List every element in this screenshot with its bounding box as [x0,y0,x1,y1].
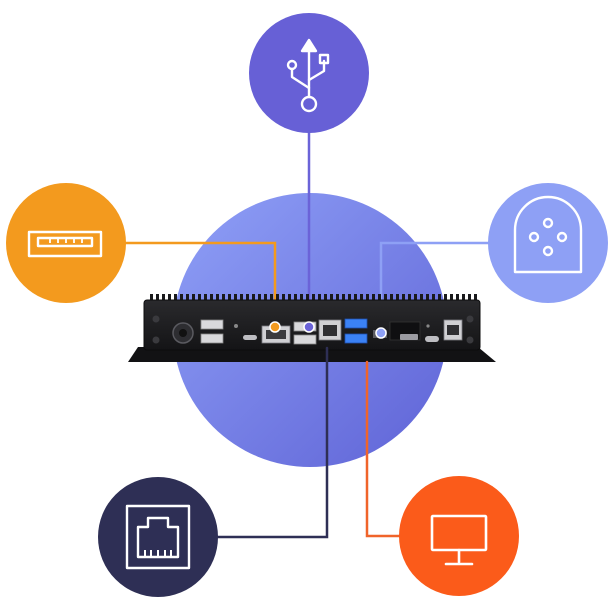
ethernet-connector-line [216,346,329,539]
reset-button [234,324,238,328]
heatsink-fin [396,294,399,302]
heatsink-fin [258,294,261,302]
heatsink-fin [342,294,345,302]
heatsink-fin [336,294,339,302]
heatsink-fin [402,294,405,302]
heatsink-fin [216,294,219,302]
heatsink-fin [318,294,321,302]
m12-bubble [488,183,608,303]
heatsink-fin [306,294,309,302]
serial-port-socket [266,330,286,339]
heatsink-fin [168,294,171,302]
serial-port-icon [27,230,103,258]
heatsink-fin [204,294,207,302]
heatsink-fin [468,294,471,302]
heatsink-fin [234,294,237,302]
heatsink-fin [330,294,333,302]
display-connector-line [365,360,402,538]
heatsink-fin [246,294,249,302]
m12-bubble-circle [488,183,608,303]
heatsink-fin [474,294,477,302]
ethernet-bubble-circle [98,477,218,597]
heatsink-fin [174,294,177,302]
power-connector-pin [179,329,187,337]
device-screw [152,336,160,344]
heatsink-fin [324,294,327,302]
device-heatsink-fins [150,294,477,302]
heatsink-fin [264,294,267,302]
heatsink-fin [384,294,387,302]
usb-a-port [200,319,224,330]
heatsink-fin [456,294,459,302]
mini-display-port [425,336,439,342]
heatsink-fin [300,294,303,302]
ethernet-port-icon [125,504,191,570]
status-led [426,324,430,328]
usb-a-port [200,333,224,344]
heatsink-fin [372,294,375,302]
usb3-port [344,318,368,329]
heatsink-fin [450,294,453,302]
heatsink-fin [432,294,435,302]
hdmi-port [400,334,418,340]
heatsink-fin [366,294,369,302]
heatsink-fin [240,294,243,302]
display-bubble-circle [399,476,519,596]
m12-endpoint-dot [375,327,387,339]
display-bubble [399,476,519,596]
heatsink-fin [354,294,357,302]
monitor-icon [430,514,488,566]
ethernet-port-2-socket [447,325,459,335]
heatsink-fin [198,294,201,302]
usb-endpoint-dot [303,321,315,333]
serial-endpoint-dot [269,321,281,333]
heatsink-fin [276,294,279,302]
usb-bubble [249,13,369,133]
heatsink-fin [222,294,225,302]
heatsink-fin [228,294,231,302]
heatsink-fin [282,294,285,302]
heatsink-fin [270,294,273,302]
m12-connector-icon [513,195,583,274]
heatsink-fin [444,294,447,302]
device-flange [128,347,496,362]
heatsink-fin [162,294,165,302]
heatsink-fin [426,294,429,302]
heatsink-fin [312,294,315,302]
usb3-port [344,333,368,344]
heatsink-fin [378,294,381,302]
serial-bubble [6,183,126,303]
device-screw [152,315,160,323]
serial-connector-line [124,241,277,328]
heatsink-fin [210,294,213,302]
heatsink-fin [414,294,417,302]
ethernet-bubble [98,477,218,597]
heatsink-fin [252,294,255,302]
heatsink-fin [288,294,291,302]
usb-c-port [243,335,257,340]
heatsink-fin [348,294,351,302]
usb-stack-port [293,334,317,345]
heatsink-fin [408,294,411,302]
heatsink-fin [186,294,189,302]
device-screw [466,315,474,323]
ethernet-port-socket [323,325,337,336]
heatsink-fin [150,294,153,302]
heatsink-fin [438,294,441,302]
heatsink-fin [156,294,159,302]
heatsink-fin [360,294,363,302]
heatsink-fin [180,294,183,302]
heatsink-fin [420,294,423,302]
heatsink-fin [192,294,195,302]
heatsink-fin [462,294,465,302]
device-screw [466,336,474,344]
usb-icon [286,38,330,113]
heatsink-fin [390,294,393,302]
heatsink-fin [294,294,297,302]
